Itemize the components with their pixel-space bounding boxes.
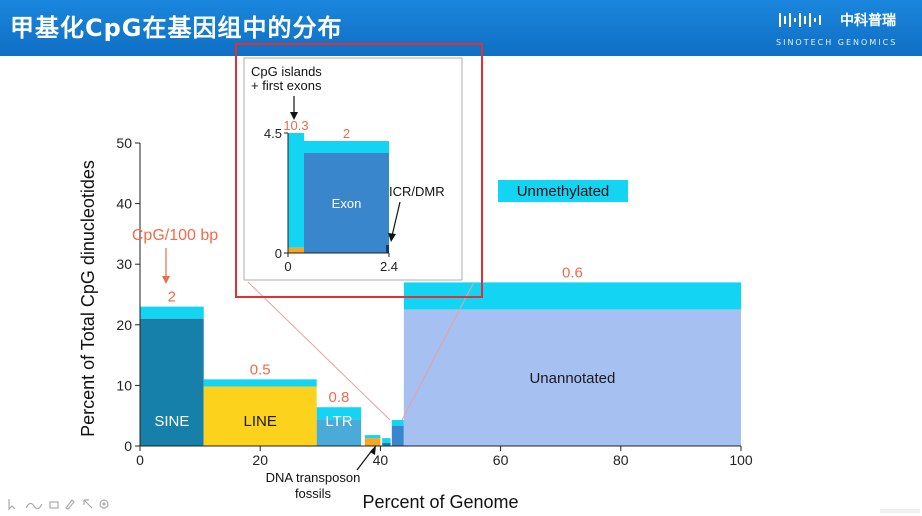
inset-icr-dmr-bar [386,245,389,253]
legend-label-unmethylated: Unmethylated [517,183,610,200]
y-axis-title: Percent of Total CpG dinucleotides [78,160,98,437]
annotation-dna-arrow-head [370,445,376,455]
logo-subtitle: SINOTECH GENOMICS [776,38,898,47]
bar-unmethylated-ltr [316,407,362,420]
bar-methylated-dna [364,438,381,446]
inset-x-tick-label: 2.4 [380,259,398,274]
bar-label-unannotated: Unannotated [529,370,615,387]
y-tick-label: 40 [116,196,132,212]
slide-title: 甲基化CpG在基因组中的分布 [10,14,343,42]
x-tick-label: 60 [493,452,509,468]
inset-callout-islands-line2: + first exons [251,78,322,93]
density-label-ltr: 0.8 [329,389,350,406]
bar-unmethylated-dna-blue [382,438,391,443]
zoom-line-left [247,281,391,421]
record-icon[interactable] [99,499,109,509]
annotation-dna-fossils-line1: DNA transposon [266,470,361,485]
bar-methylated-line [203,386,317,446]
zoom-line-right [401,281,475,421]
bar-label-ltr: LTR [325,413,352,430]
y-tick-label: 0 [124,438,132,454]
bar-unmethylated-dna [364,435,381,439]
inset-callout-islands-line1: CpG islands [251,64,322,79]
arrow-icon[interactable] [83,499,93,509]
x-tick-label: 40 [373,452,389,468]
y-tick-label: 20 [116,317,132,333]
eraser-icon[interactable] [49,501,59,509]
y-tick-label: 10 [116,377,132,393]
bar-label-sine: SINE [154,413,189,430]
density-label-line: 0.5 [250,361,271,378]
annotation-cpg-per-100bp: CpG/100 bp [132,227,218,244]
bar-unmethylated-sine [140,306,204,319]
inset-density-label-exon: 2 [343,126,350,141]
slide-header: 甲基化CpG在基因组中的分布 中科普瑞 SINOTECH GENOMICS [0,0,922,56]
bar-unmethylated-small-blue [391,419,404,427]
presentation-toolbar[interactable] [6,496,126,512]
annotation-dna-arrow-line [356,448,374,471]
density-label-sine: 2 [168,289,176,306]
density-label-unannotated: 0.6 [562,264,583,281]
annotation-dna-fossils-line2: fossils [295,486,332,501]
bar-methylated-sine [140,318,204,446]
inset-y-tick-label: 4.5 [264,126,282,141]
inset-bar-unmethylated-exon [303,141,389,153]
inset-density-label-cpg-islands: 10.3 [283,118,308,133]
inset-bar-methylated-cpg-islands [288,247,304,253]
bar-label-line: LINE [244,413,277,430]
inset-callout-icr-arrowhead [388,233,396,242]
y-tick-label: 50 [116,135,132,151]
x-axis-title: Percent of Genome [362,492,518,512]
inset-x-tick-label: 0 [284,259,291,274]
y-tick-label: 30 [116,256,132,272]
highlight-box [235,43,483,298]
inset-callout-icr-arrow [391,201,401,237]
bar-methylated-unannotated [403,309,741,446]
logo-name: 中科普瑞 [840,13,896,29]
highlighter-icon[interactable] [65,499,75,510]
inset-callout-islands-arrowhead [290,112,298,120]
bar-methylated-small-blue [391,426,404,446]
legend-swatch-unmethylated [498,180,628,202]
watermark-glyph [880,509,920,513]
pointer-icon[interactable] [8,499,16,511]
inset-bar-label-exon: Exon [332,196,362,211]
pen-icon[interactable] [25,502,43,510]
x-tick-label: 0 [136,452,144,468]
sinotech-logo-icon [779,13,821,27]
annotation-arrow-head [162,276,170,284]
inset-callout-icr: ICR/DMR [389,184,445,199]
bar-unmethylated-line [203,379,317,387]
x-tick-label: 80 [613,452,629,468]
bar-methylated-ltr [316,419,362,446]
inset-bar-methylated-exon [303,153,389,253]
x-tick-label: 100 [729,452,753,468]
inset-y-tick-label: 0 [275,246,282,261]
inset-bar-unmethylated-cpg-islands [288,133,304,248]
x-tick-label: 20 [252,452,268,468]
bar-methylated-dna-blue [382,442,391,446]
